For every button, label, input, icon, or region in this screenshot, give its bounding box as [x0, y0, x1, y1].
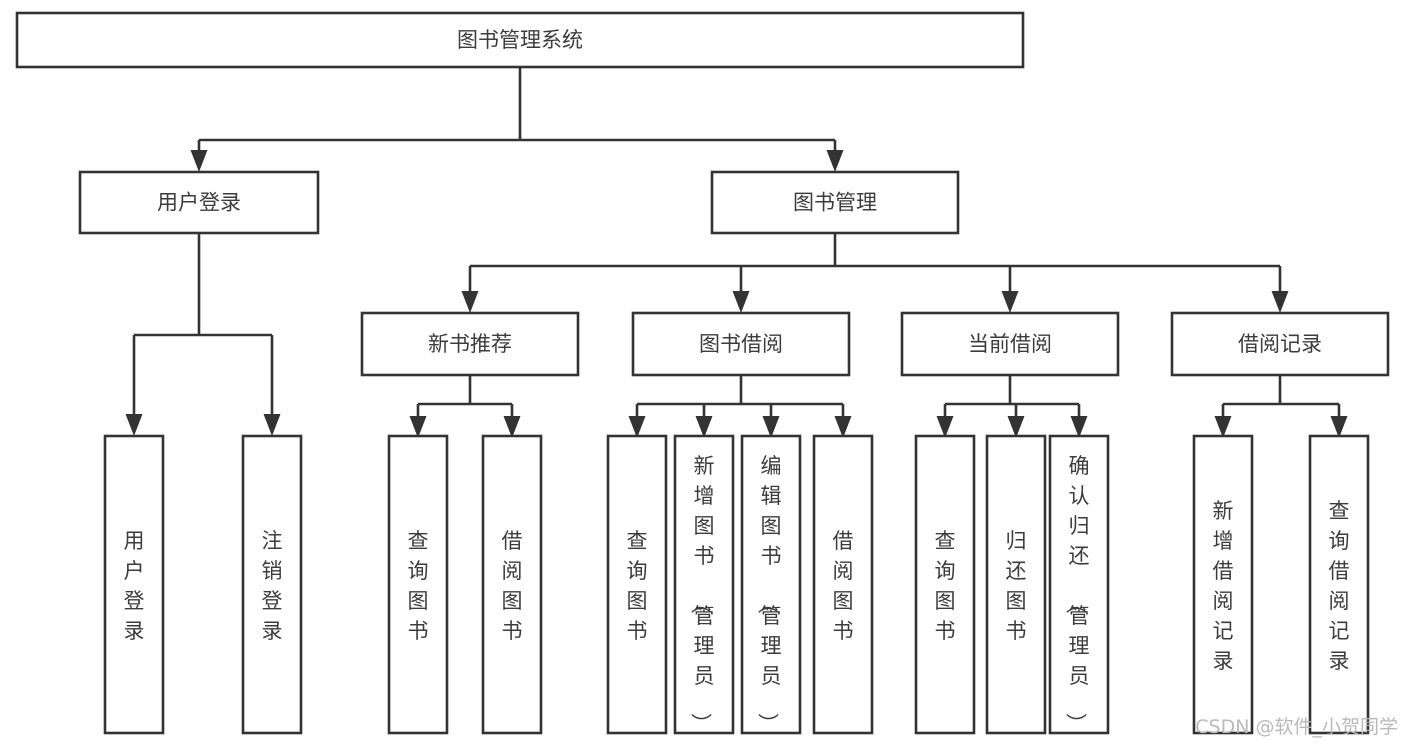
node-box-add-borrow-record — [1192, 434, 1254, 735]
node-layer: 图书管理系统用户登录图书管理用户登录注销登录新书推荐查询图书借阅图书图书借阅查询… — [15, 11, 1390, 735]
node-label-current-borrow: 当前借阅 — [968, 332, 1052, 356]
node-label-new-book-recommend: 新书推荐 — [428, 332, 512, 356]
node-add-book-admin[interactable]: 新增图书（管理员） — [673, 434, 735, 735]
node-label-user-logout: 注销登录 — [262, 529, 283, 643]
node-box-root — [15, 11, 1025, 69]
arrow-head-icon — [409, 416, 427, 438]
node-return-book[interactable]: 归还图书 — [985, 434, 1047, 735]
node-new-book-recommend[interactable]: 新书推荐 — [360, 311, 580, 377]
node-box-borrow-book-1 — [481, 434, 543, 735]
arrow-head-icon — [125, 414, 143, 436]
node-query-book-3[interactable]: 查询图书 — [914, 434, 976, 735]
node-box-user-login-do — [103, 434, 165, 735]
node-query-book-2[interactable]: 查询图书 — [606, 434, 668, 735]
node-label-add-borrow-record: 新增借阅记录 — [1213, 499, 1234, 673]
watermark-label: CSDN @软件_小贺同学 — [1195, 716, 1398, 738]
connector-layer — [125, 67, 1348, 438]
arrow-head-icon — [503, 416, 521, 438]
node-box-book-borrow — [631, 311, 851, 377]
arrow-head-icon — [732, 291, 750, 313]
node-label-book-borrow: 图书借阅 — [699, 332, 783, 356]
arrow-head-icon — [628, 416, 646, 438]
node-book-manage[interactable]: 图书管理 — [710, 170, 960, 235]
node-root[interactable]: 图书管理系统 — [15, 11, 1025, 69]
node-add-borrow-record[interactable]: 新增借阅记录 — [1192, 434, 1254, 735]
node-box-query-borrow-record — [1308, 434, 1370, 735]
node-user-login-do[interactable]: 用户登录 — [103, 434, 165, 735]
arrow-head-icon — [1070, 416, 1088, 438]
arrow-head-icon — [263, 414, 281, 436]
node-box-borrow-record — [1170, 311, 1390, 377]
node-label-return-book: 归还图书 — [1006, 529, 1027, 643]
node-box-query-book-1 — [387, 434, 449, 735]
node-box-return-book — [985, 434, 1047, 735]
node-label-borrow-book-1: 借阅图书 — [502, 529, 523, 643]
node-box-user-login — [78, 170, 320, 235]
arrow-head-icon — [936, 416, 954, 438]
node-label-query-book-3: 查询图书 — [935, 529, 956, 643]
arrow-head-icon — [1007, 416, 1025, 438]
node-label-query-book-2: 查询图书 — [627, 529, 648, 643]
arrow-head-icon — [1001, 291, 1019, 313]
node-label-confirm-return-admin: 确认归还（管理员） — [1064, 454, 1090, 734]
arrow-head-icon — [1214, 416, 1232, 438]
node-label-query-book-1: 查询图书 — [408, 529, 429, 643]
arrow-head-icon — [1271, 291, 1289, 313]
node-box-query-book-2 — [606, 434, 668, 735]
node-label-book-manage: 图书管理 — [793, 191, 877, 215]
node-book-borrow[interactable]: 图书借阅 — [631, 311, 851, 377]
node-box-query-book-3 — [914, 434, 976, 735]
node-label-add-book-admin: 新增图书（管理员） — [689, 454, 715, 734]
node-box-borrow-book-2 — [812, 434, 874, 735]
arrow-head-icon — [826, 150, 844, 172]
node-box-current-borrow — [900, 311, 1120, 377]
node-box-user-logout — [241, 434, 303, 735]
node-box-edit-book-admin — [740, 434, 802, 735]
node-label-borrow-record: 借阅记录 — [1238, 332, 1322, 356]
arrow-head-icon — [461, 291, 479, 313]
node-borrow-book-2[interactable]: 借阅图书 — [812, 434, 874, 735]
arrow-head-icon — [695, 416, 713, 438]
node-label-borrow-book-2: 借阅图书 — [833, 529, 854, 643]
node-user-login[interactable]: 用户登录 — [78, 170, 320, 235]
node-label-user-login: 用户登录 — [157, 191, 241, 215]
arrow-head-icon — [762, 416, 780, 438]
arrow-head-icon — [1330, 416, 1348, 438]
node-box-add-book-admin — [673, 434, 735, 735]
node-box-confirm-return-admin — [1048, 434, 1110, 735]
node-current-borrow[interactable]: 当前借阅 — [900, 311, 1120, 377]
node-label-query-borrow-record: 查询借阅记录 — [1329, 499, 1350, 673]
arrow-head-icon — [190, 150, 208, 172]
node-label-edit-book-admin: 编辑图书（管理员） — [756, 454, 782, 734]
node-borrow-record[interactable]: 借阅记录 — [1170, 311, 1390, 377]
node-confirm-return-admin[interactable]: 确认归还（管理员） — [1048, 434, 1110, 735]
node-box-new-book-recommend — [360, 311, 580, 377]
node-user-logout[interactable]: 注销登录 — [241, 434, 303, 735]
node-query-borrow-record[interactable]: 查询借阅记录 — [1308, 434, 1370, 735]
node-label-root: 图书管理系统 — [457, 28, 583, 52]
arrow-head-icon — [834, 416, 852, 438]
node-borrow-book-1[interactable]: 借阅图书 — [481, 434, 543, 735]
node-box-book-manage — [710, 170, 960, 235]
node-label-user-login-do: 用户登录 — [124, 529, 145, 643]
node-query-book-1[interactable]: 查询图书 — [387, 434, 449, 735]
node-edit-book-admin[interactable]: 编辑图书（管理员） — [740, 434, 802, 735]
